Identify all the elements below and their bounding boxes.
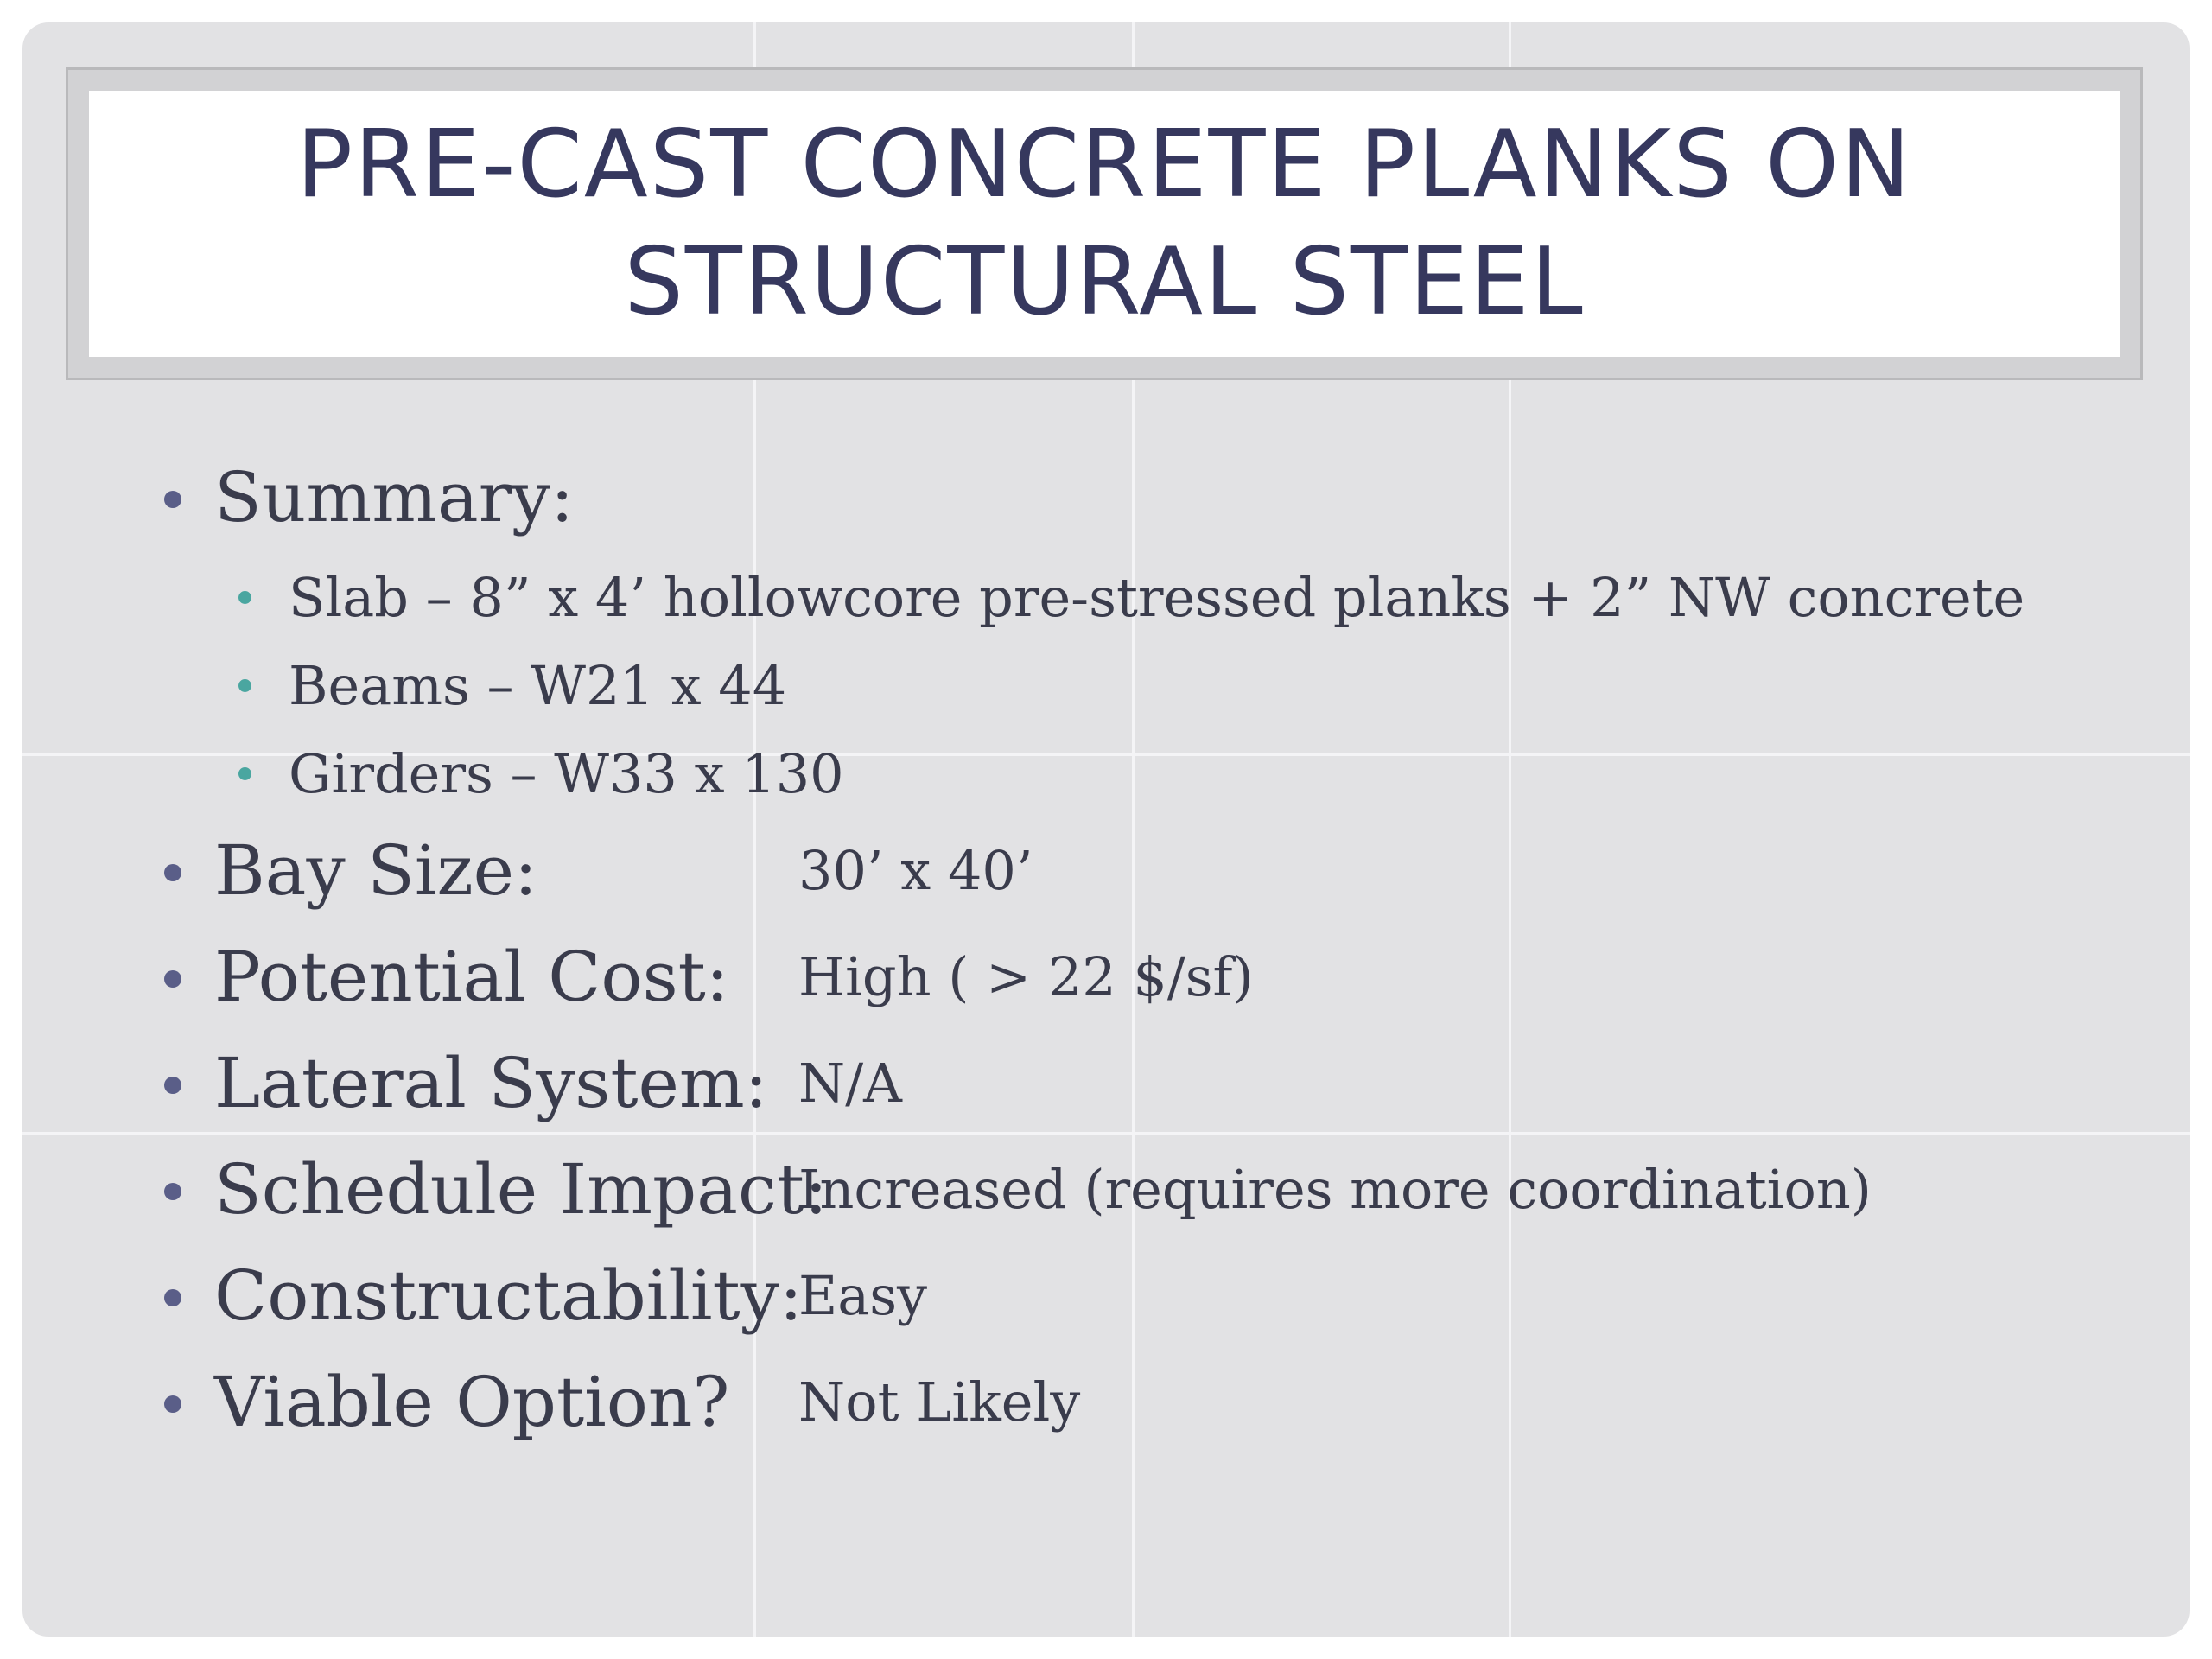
row-label: Potential Cost: (214, 937, 729, 1017)
slide-content: Summary: Slab – 8” x 4’ hollowcore pre-s… (22, 22, 2190, 1637)
slide: PRE-CAST CONCRETE PLANKS ON STRUCTURAL S… (22, 22, 2190, 1637)
bullet-bay-size: Bay Size: 30’ x 40’ (22, 828, 2190, 914)
bullet-icon (164, 1289, 181, 1306)
row-value: 30’ x 40’ (798, 839, 1033, 902)
sub-bullet-beams: Beams – W21 x 44 (22, 643, 2190, 729)
slide-title-line-1: PRE-CAST CONCRETE PLANKS ON (296, 111, 1912, 219)
grid-line (22, 1132, 2190, 1135)
sub-bullet-text: Girders – W33 x 130 (289, 742, 844, 805)
sub-bullet-text: Beams – W21 x 44 (289, 654, 787, 717)
row-label: Viable Option? (214, 1362, 730, 1442)
bullet-lateral-system: Lateral System: N/A (22, 1040, 2190, 1127)
bullet-schedule-impact: Schedule Impact: Increased (requires mor… (22, 1147, 2190, 1233)
row-label: Bay Size: (214, 830, 537, 911)
row-label: Schedule Impact: (214, 1149, 828, 1230)
sub-bullet-girders: Girders – W33 x 130 (22, 731, 2190, 817)
grid-line (1132, 22, 1135, 1637)
row-label: Lateral System: (214, 1043, 768, 1123)
row-value: Increased (requires more coordination) (798, 1158, 1872, 1221)
bullet-icon (164, 864, 181, 881)
bullet-summary: Summary: (22, 454, 2190, 541)
title-box: PRE-CAST CONCRETE PLANKS ON STRUCTURAL S… (89, 91, 2120, 357)
summary-label: Summary: (214, 457, 575, 537)
row-value: Not Likely (798, 1370, 1081, 1433)
bullet-viable-option: Viable Option? Not Likely (22, 1359, 2190, 1446)
bullet-icon (164, 1077, 181, 1094)
bullet-constructability: Constructability: Easy (22, 1253, 2190, 1339)
grid-line (22, 753, 2190, 756)
sub-bullet-icon (238, 767, 251, 780)
bullet-icon (164, 1183, 181, 1200)
bullet-potential-cost: Potential Cost: High ( > 22 $/sf) (22, 934, 2190, 1020)
sub-bullet-text: Slab – 8” x 4’ hollowcore pre-stressed p… (289, 566, 2025, 629)
row-value: High ( > 22 $/sf) (798, 945, 1254, 1008)
bullet-icon (164, 1395, 181, 1413)
sub-bullet-icon (238, 591, 251, 604)
row-value: Easy (798, 1264, 928, 1327)
sub-bullet-slab: Slab – 8” x 4’ hollowcore pre-stressed p… (22, 555, 2190, 641)
slide-title-line-2: STRUCTURAL STEEL (624, 228, 1585, 336)
row-value: N/A (798, 1052, 902, 1115)
bullet-icon (164, 491, 181, 508)
title-frame: PRE-CAST CONCRETE PLANKS ON STRUCTURAL S… (66, 67, 2143, 380)
grid-line (1509, 22, 1511, 1637)
sub-bullet-icon (238, 679, 251, 692)
bullet-icon (164, 970, 181, 988)
row-label: Constructability: (214, 1255, 803, 1336)
grid-line (753, 22, 756, 1637)
